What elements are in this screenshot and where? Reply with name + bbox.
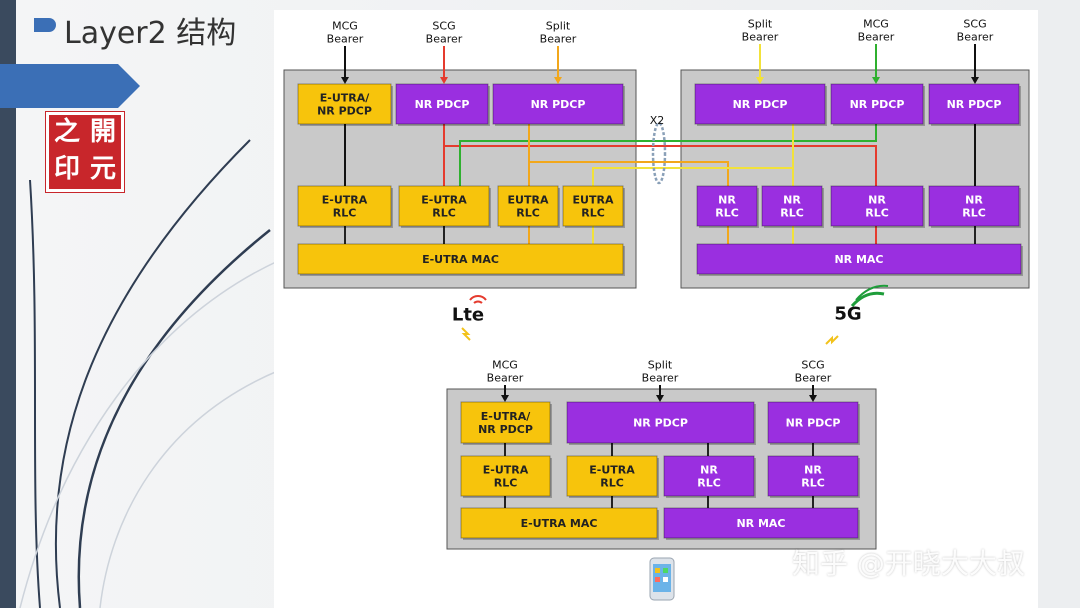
ue-eutra-nr-pdcp-box [460, 401, 551, 444]
lte-nr-pdcp-split-box-label: NR PDCP [531, 98, 586, 111]
ue-eutra-mac-box [460, 507, 658, 539]
nr-bearer-arrow-head [971, 77, 979, 84]
seal-char: 元 [89, 154, 116, 184]
ue-eutra-rlc-box [566, 455, 658, 497]
seal-char: 之 [53, 117, 80, 147]
nr-pdcp-scg-box [928, 83, 1020, 125]
lte-eutra-mac-box-label: E-UTRA MAC [422, 253, 499, 266]
ue-nr-pdcp-scg-box-label: NR PDCP [786, 416, 841, 429]
ue-bearer-arrow-head [501, 395, 509, 402]
nr-mac-box-label: NR MAC [834, 253, 883, 266]
nr-pdcp-split-box-label: NR PDCP [733, 98, 788, 111]
ue-nr-pdcp-split-box-label: NR PDCP [633, 416, 688, 429]
lte-nr-pdcp-split-box [492, 83, 624, 125]
decorative-curves [19, 139, 280, 608]
ue-nr-pdcp-scg-box [767, 401, 859, 444]
seal-stamp: 之 開 印 元 [45, 111, 125, 193]
left-edge-strip [0, 0, 16, 608]
lte-to-nr-scg-link [443, 124, 877, 186]
lte-eutra-rlc-box [497, 185, 559, 227]
5g-radio-bolt-icon [825, 335, 839, 345]
lte-signal-icon [473, 300, 483, 304]
nr-pdcp-mcg-box [830, 83, 924, 125]
nr-bearer-arrow-head [756, 77, 764, 84]
nr-mcg-to-lte-link [459, 124, 877, 186]
lte-eutra-nr-pdcp-box-label: E-UTRA/NR PDCP [317, 91, 372, 117]
lte-eutra-rlc-box [297, 185, 392, 227]
ue-nr-mac-box-label: NR MAC [736, 517, 785, 530]
x2-interface-icon [651, 121, 667, 185]
5g-signal-icon [855, 284, 889, 301]
5g-signal-icon [850, 291, 885, 308]
nr-rlc-box [696, 185, 758, 227]
slide-title: Layer2 结构 [64, 16, 237, 51]
lte-logo: Lte [452, 304, 484, 325]
phone-app-icon [663, 568, 668, 573]
title-bullet-icon [34, 18, 56, 32]
watermark: 知乎 @开晓大大叔 [792, 547, 1025, 580]
ue-nr-rlc-box [663, 455, 755, 497]
lte-split-to-nr-link [528, 161, 729, 186]
ue-nr-rlc-box [767, 455, 859, 497]
nr-rlc-box [830, 185, 924, 227]
ue-eutra-mac-box-label: E-UTRA MAC [521, 517, 598, 530]
ue-bearer-arrow-head [809, 395, 817, 402]
lte-eutra-rlc-box [398, 185, 490, 227]
phone-app-icon [663, 577, 668, 582]
lte-eutra-mac-box [297, 243, 624, 275]
ue-nr-pdcp-split-box [566, 401, 755, 444]
ue-eutra-nr-pdcp-box-label: E-UTRA/NR PDCP [478, 410, 533, 436]
nr-rlc-box [761, 185, 823, 227]
nr-pdcp-mcg-box-label: NR PDCP [850, 98, 905, 111]
nr-logo: 5G [834, 303, 861, 324]
lte-bearer-arrow-head [554, 77, 562, 84]
phone-app-icon [655, 568, 660, 573]
phone-app-icon [655, 577, 660, 582]
lte-nr-pdcp-scg-box-label: NR PDCP [415, 98, 470, 111]
seal-char: 印 [53, 154, 80, 184]
nr-pdcp-split-box [694, 83, 826, 125]
nr-pdcp-scg-box-label: NR PDCP [947, 98, 1002, 111]
lte-eutra-rlc-box [562, 185, 624, 227]
x2-label: X2 [650, 114, 665, 127]
lte-signal-icon [469, 295, 487, 301]
ue-nr-mac-box [663, 507, 859, 539]
ue-eutra-rlc-box [460, 455, 551, 497]
nr-mac-box [696, 243, 1022, 275]
lte-radio-bolt-icon [461, 327, 471, 341]
arrow-banner-icon [0, 64, 140, 108]
nr-bearer-arrow-head [872, 77, 880, 84]
nr-rlc-box [928, 185, 1020, 227]
lte-bearer-arrow-head [341, 77, 349, 84]
seal-char: 開 [89, 117, 116, 147]
lte-bearer-arrow-head [440, 77, 448, 84]
ue-bearer-arrow-head [656, 395, 664, 402]
lte-eutra-nr-pdcp-box [297, 83, 392, 125]
lte-nr-pdcp-scg-box [395, 83, 489, 125]
